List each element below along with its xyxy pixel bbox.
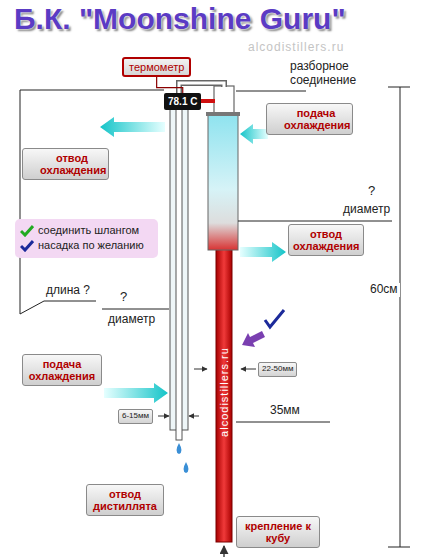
drop: [177, 443, 182, 454]
dimension-label: ?: [368, 184, 375, 199]
dimension-arrow: [158, 416, 169, 417]
coolant-arrow: [104, 383, 168, 403]
coolant-outlet-box: отвод охлаждения: [22, 148, 109, 180]
legend-check: [20, 225, 34, 237]
pointer-arrow: [242, 331, 265, 347]
node-text: подача охлаждения: [284, 107, 348, 131]
check-mark: [21, 226, 33, 235]
coolant-outlet-box: отвод охлаждения: [288, 224, 364, 256]
height-bracket: [388, 87, 410, 547]
dimension-label: диаметр: [108, 313, 155, 327]
coolant-arrow: [100, 117, 165, 137]
legend-box: соединить шлангомнасадка по желанию: [15, 219, 158, 258]
node-text: отвод охлаждения: [40, 152, 104, 176]
reflux-shell: [208, 115, 238, 250]
dimension-label: ?: [120, 290, 127, 305]
column-head: [214, 86, 234, 114]
node-text: 22-50мм: [262, 365, 293, 374]
legend-text: насадка по желанию: [38, 238, 144, 253]
leader-connector: [157, 77, 183, 93]
length-bracket: [20, 90, 164, 314]
dimension-box: 22-50мм: [258, 362, 297, 377]
node-text: подача охлаждения: [27, 358, 97, 382]
dimension-arrow: [241, 369, 256, 370]
height-label: 60см: [368, 283, 400, 297]
title: Б.К. "Moonshine Guru": [14, 2, 346, 36]
mount-box: крепление к кубу: [236, 516, 320, 548]
dimension-arrow: [189, 416, 199, 417]
dimension-box: 6-15мм: [118, 409, 153, 424]
node-text: 78.1 C: [168, 96, 197, 107]
watermark: alcodistillers.ru: [218, 347, 231, 437]
legend-text: соединить шлангом: [38, 223, 139, 238]
dimension-label: диаметр: [343, 203, 390, 217]
node-text: отвод дистиллята: [91, 488, 159, 512]
dimension-label: 35мм: [270, 404, 300, 418]
leader-line: [238, 221, 392, 222]
condenser-tube: [176, 100, 182, 440]
node-text: крепление к кубу: [241, 520, 315, 544]
dimension-line: [236, 422, 330, 423]
coolant-arrow: [240, 242, 286, 262]
dimension-arrow: [194, 369, 207, 370]
legend-check: [20, 240, 34, 252]
thermometer-display: 78.1 C: [164, 93, 201, 110]
thermometer-tag: термометр: [122, 57, 191, 77]
coolant-inlet-box: подача охлаждения: [266, 103, 353, 135]
drop: [184, 462, 189, 473]
coolant-arrow: [240, 124, 268, 144]
node-text: 6-15мм: [122, 412, 149, 421]
check-mark: [21, 241, 33, 250]
node-text: термометр: [129, 61, 184, 73]
mount-arrow: [223, 546, 225, 557]
leader-line: [102, 309, 169, 310]
distillate-outlet-box: отвод дистиллята: [86, 484, 164, 516]
legend-row: соединить шлангом: [20, 223, 153, 238]
flange: [206, 112, 240, 116]
watermark: alcodistillers.ru: [248, 41, 344, 55]
check-mark: [265, 310, 284, 327]
legend-row: насадка по желанию: [20, 238, 153, 253]
leader-line: [236, 91, 306, 92]
length-label: длина ?: [46, 284, 90, 298]
node-text: отвод охлаждения: [293, 228, 359, 252]
coolant-inlet-box: подача охлаждения: [22, 354, 102, 386]
joint-label: разборное соединение: [290, 60, 372, 88]
